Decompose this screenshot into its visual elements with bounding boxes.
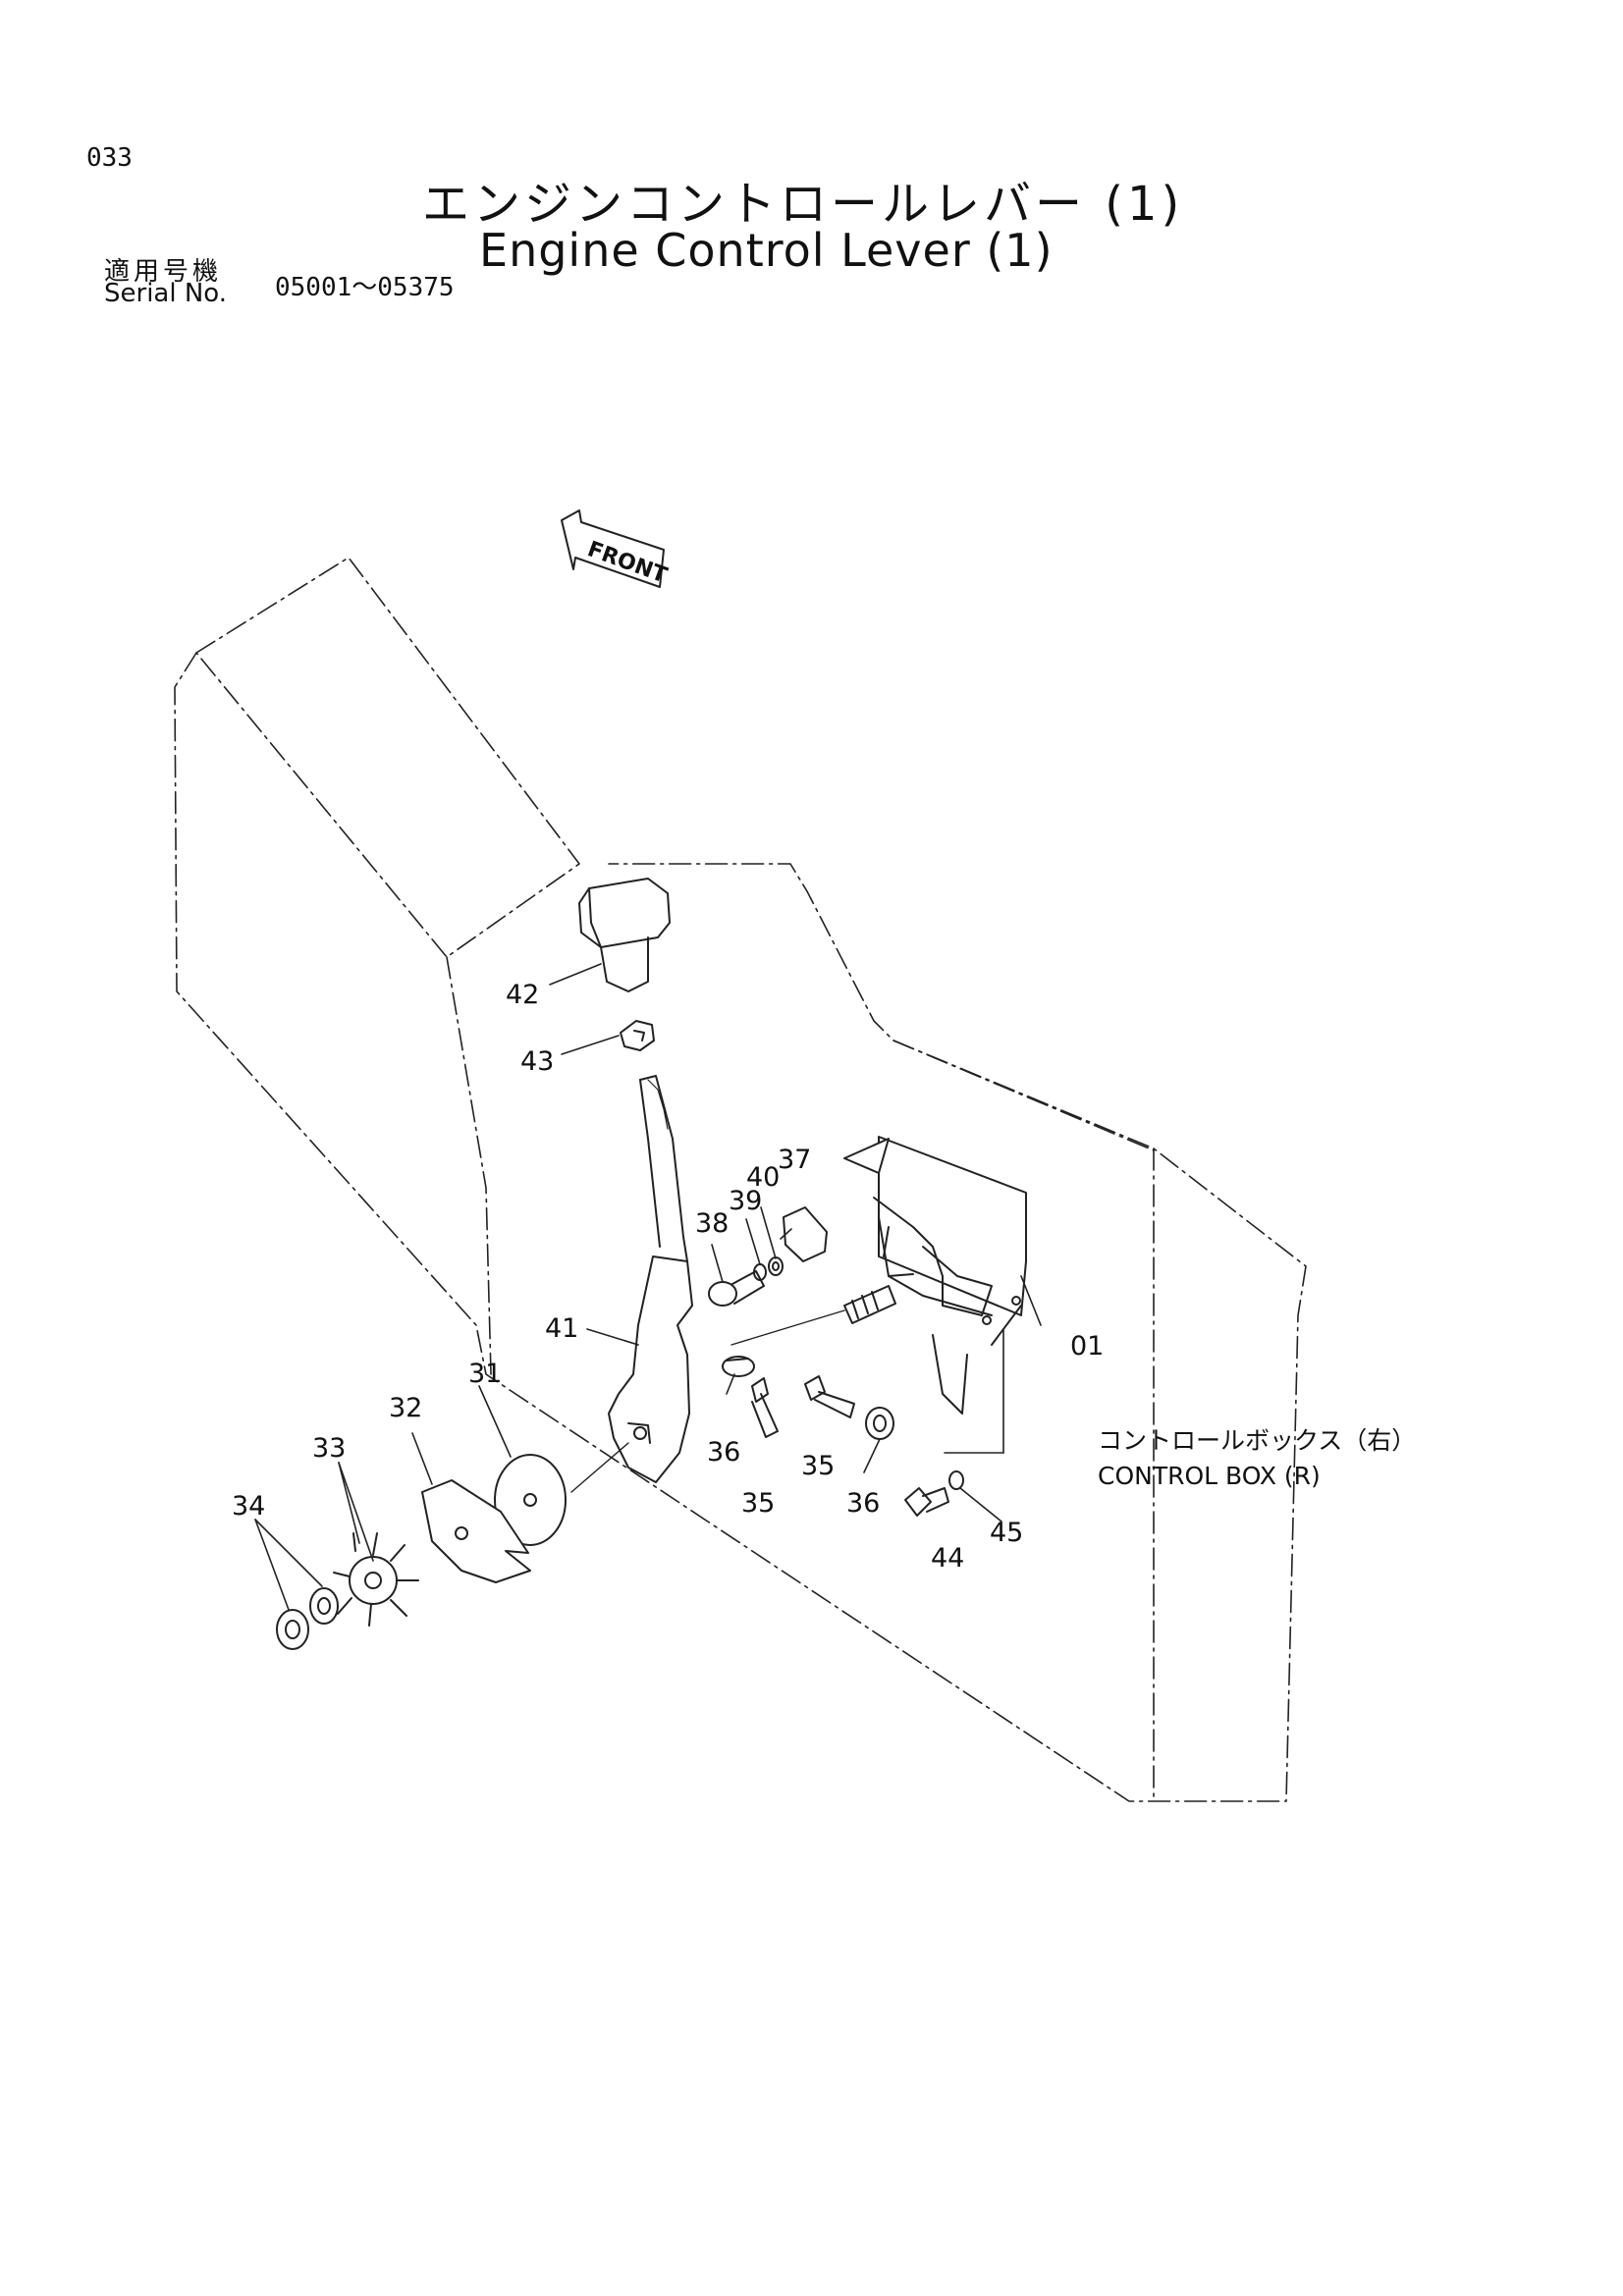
control-box-label-en: CONTROL BOX (R) bbox=[1098, 1462, 1321, 1490]
callout-44: 44 bbox=[931, 1543, 964, 1574]
serial-label-en: Serial No. bbox=[104, 279, 227, 308]
callout-43: 43 bbox=[520, 1046, 554, 1077]
callout-35-left: 35 bbox=[741, 1488, 775, 1519]
assembly-line bbox=[570, 1442, 629, 1493]
front-arrow bbox=[561, 509, 665, 588]
page-title-jp: エンジンコントロールレバー (1) bbox=[422, 177, 1184, 232]
bolt-part-35-left bbox=[751, 1377, 779, 1438]
callout-32: 32 bbox=[389, 1393, 422, 1423]
disc-part-31 bbox=[494, 1454, 567, 1546]
callout-42: 42 bbox=[506, 980, 539, 1010]
collar-part-36-right bbox=[865, 1407, 894, 1440]
callout-36-right: 36 bbox=[846, 1488, 880, 1519]
base-plate-part-01 bbox=[843, 1136, 1027, 1415]
lever-part-41 bbox=[608, 1075, 693, 1483]
callout-39: 39 bbox=[729, 1186, 762, 1216]
leader-lines bbox=[254, 963, 1042, 1611]
callout-41: 41 bbox=[545, 1313, 578, 1344]
control-box-outline bbox=[174, 557, 1307, 1803]
nut-part-34-a bbox=[309, 1587, 339, 1625]
callout-35-right: 35 bbox=[801, 1451, 835, 1481]
nut-part-34-b bbox=[276, 1609, 309, 1650]
callout-31: 31 bbox=[468, 1359, 502, 1389]
callout-37: 37 bbox=[778, 1145, 811, 1175]
callout-34: 34 bbox=[232, 1491, 265, 1522]
callout-36-left: 36 bbox=[707, 1437, 740, 1468]
bolt-part-38 bbox=[708, 1270, 765, 1307]
spring-washer-part-33 bbox=[333, 1532, 419, 1627]
bolt-part-35-right bbox=[804, 1375, 855, 1418]
plate-part-32 bbox=[421, 1479, 531, 1583]
washer-part-45 bbox=[948, 1470, 964, 1490]
callout-45: 45 bbox=[990, 1518, 1023, 1548]
page-title-en: Engine Control Lever (1) bbox=[479, 224, 1054, 277]
pin-shaft bbox=[730, 1285, 896, 1346]
control-box-label-jp: コントロールボックス（右） bbox=[1098, 1426, 1416, 1455]
serial-range: 05001～05375 bbox=[275, 273, 455, 302]
collar-part-36-left bbox=[722, 1356, 755, 1377]
washer-part-40 bbox=[768, 1256, 784, 1276]
callout-01: 01 bbox=[1070, 1331, 1104, 1362]
bracket-part-37 bbox=[783, 1206, 828, 1262]
callout-33: 33 bbox=[312, 1433, 346, 1464]
knob-part-42 bbox=[578, 878, 671, 992]
nut-part-43 bbox=[620, 1020, 655, 1051]
bolt-part-44 bbox=[904, 1487, 949, 1517]
callout-40: 40 bbox=[746, 1162, 780, 1193]
serial-label-jp: 適用号機 bbox=[104, 257, 223, 287]
callout-38: 38 bbox=[695, 1208, 729, 1239]
page-number: 033 bbox=[86, 143, 133, 173]
